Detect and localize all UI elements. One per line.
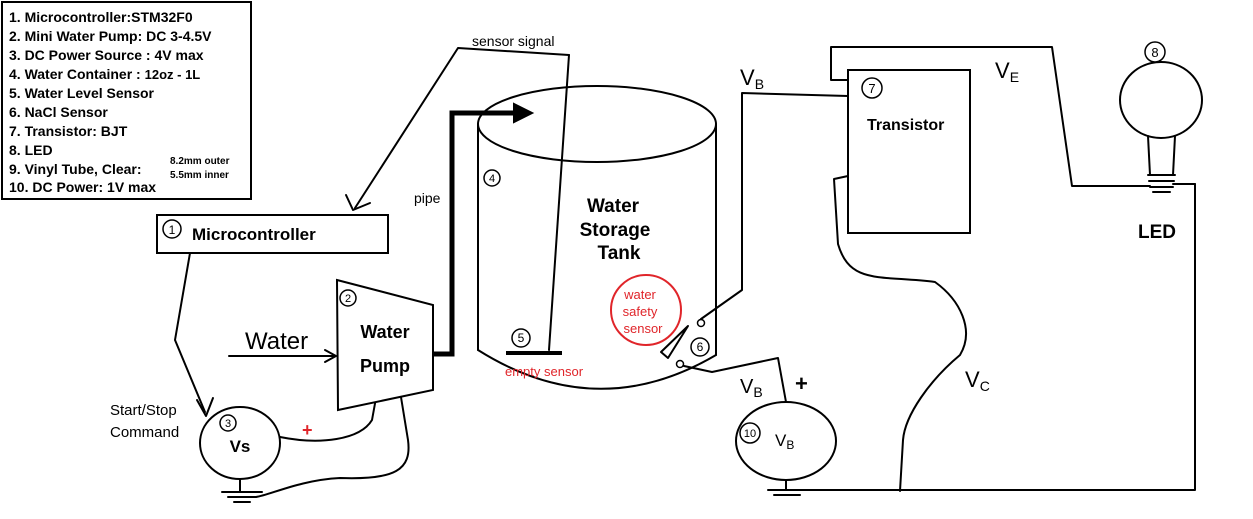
pipe-label: pipe <box>414 190 441 206</box>
tank-label-line3: Tank <box>598 243 641 264</box>
control-wire-arrowhead <box>196 397 214 417</box>
water-safety-sensor: water safety sensor 6 <box>610 274 710 369</box>
number-5: 5 <box>518 331 525 345</box>
safety-contact-top <box>696 318 706 328</box>
number-3: 3 <box>225 418 231 430</box>
vs-positive-wire <box>279 397 377 442</box>
safety-contact-bottom <box>675 359 685 369</box>
number-6: 6 <box>697 340 704 354</box>
legend-item-5: 5. Water Level Sensor <box>9 85 155 101</box>
legend-item-7: 7. Transistor: BJT <box>9 123 128 139</box>
ve-label: VE <box>995 58 1019 85</box>
legend-item-2: 2. Mini Water Pump: DC 3-4.5V <box>9 28 212 44</box>
number-badge-10 <box>739 422 761 444</box>
number-badge-3 <box>219 414 237 432</box>
led-bulb: 8 LED <box>1119 41 1203 243</box>
dc-power-source-vs: 3 Vs <box>199 406 281 480</box>
number-2: 2 <box>345 293 351 305</box>
microcontroller-label: Microcontroller <box>192 225 316 244</box>
start-stop-label-line2: Command <box>110 424 179 441</box>
number-badge-4 <box>483 169 501 187</box>
sensor-signal-label: sensor signal <box>472 33 555 49</box>
vb-base-label: VB <box>740 65 764 92</box>
number-10: 10 <box>744 428 756 440</box>
sensor-probe-wire <box>548 54 570 351</box>
safety-sensor-highlight <box>610 274 682 346</box>
legend-item-8: 8. LED <box>9 142 53 158</box>
water-storage-tank: 4 Water Storage Tank <box>477 85 717 390</box>
water-inlet-arrowhead <box>324 349 337 363</box>
empty-sensor-label: empty sensor <box>505 364 584 379</box>
transistor-label: Transistor <box>867 117 944 134</box>
led-label: LED <box>1138 222 1176 243</box>
control-wire <box>174 252 206 413</box>
vs-ground-symbol <box>221 491 263 503</box>
vs-label: Vs <box>230 437 251 456</box>
legend-item-1: 1. Microcontroller:STM32F0 <box>9 9 193 25</box>
tube-inner-diameter: 5.5mm inner <box>170 170 229 181</box>
tank-label-line2: Storage <box>580 220 651 241</box>
number-badge-6 <box>690 337 710 357</box>
legend-item-6: 6. NaCl Sensor <box>9 104 108 120</box>
number-badge-8 <box>1144 41 1166 63</box>
vb-ground-symbol <box>767 489 807 496</box>
dc-power-vb: 10 VB <box>735 401 837 481</box>
start-stop-label-line1: Start/Stop <box>110 402 177 419</box>
vb-supply-label: VB <box>740 376 763 400</box>
vc-label: VC <box>965 367 990 394</box>
pump-label-line1: Water <box>360 322 409 342</box>
transistor: 7 Transistor <box>847 69 971 234</box>
number-7: 7 <box>868 81 875 96</box>
safety-sensor-label-line3: sensor <box>623 321 663 336</box>
ground-bus-wire <box>805 183 1196 491</box>
sensor-signal-arrowhead <box>345 194 371 211</box>
pump-label-line2: Pump <box>360 356 410 376</box>
vb-positive-wire <box>683 357 787 403</box>
sensor-signal-wire <box>354 47 570 209</box>
microcontroller-box: 1 Microcontroller <box>156 214 389 254</box>
safety-switch-lever <box>660 325 689 359</box>
number-badge-1 <box>162 219 182 239</box>
water-level-sensor: 5 empty sensor <box>505 328 584 379</box>
legend-item-3: 3. DC Power Source : 4V max <box>9 47 204 63</box>
legend-item-9: 9. Vinyl Tube, Clear: <box>9 161 142 177</box>
pipe <box>433 110 520 357</box>
number-8: 8 <box>1151 45 1158 60</box>
number-badge-7 <box>861 77 883 99</box>
vs-plus-sign: + <box>302 420 313 440</box>
emitter-wire <box>830 46 1151 187</box>
base-wire <box>700 92 849 320</box>
collector-wire <box>833 175 967 492</box>
vb-plus-sign: + <box>795 371 808 396</box>
number-1: 1 <box>169 223 176 237</box>
safety-sensor-label-line1: water <box>623 287 656 302</box>
tank-label-line1: Water <box>587 196 640 217</box>
legend-item-4: 4. Water Container : 12oz - 1L <box>9 66 200 82</box>
pump-return-wire <box>255 390 410 498</box>
tube-outer-diameter: 8.2mm outer <box>170 156 230 167</box>
number-badge-2 <box>339 289 357 307</box>
vb-source-label: VB <box>775 431 794 452</box>
legend-item-10: 10. DC Power: 1V max <box>9 179 156 195</box>
pipe-arrowhead <box>513 102 535 124</box>
number-badge-5 <box>511 328 531 348</box>
legend-box: 1. Microcontroller:STM32F0 2. Mini Water… <box>1 1 252 200</box>
water-pump: 2 Water Pump <box>335 278 434 412</box>
safety-sensor-label-line2: safety <box>623 304 658 319</box>
water-input-label: Water <box>245 328 308 355</box>
number-4: 4 <box>489 173 495 185</box>
